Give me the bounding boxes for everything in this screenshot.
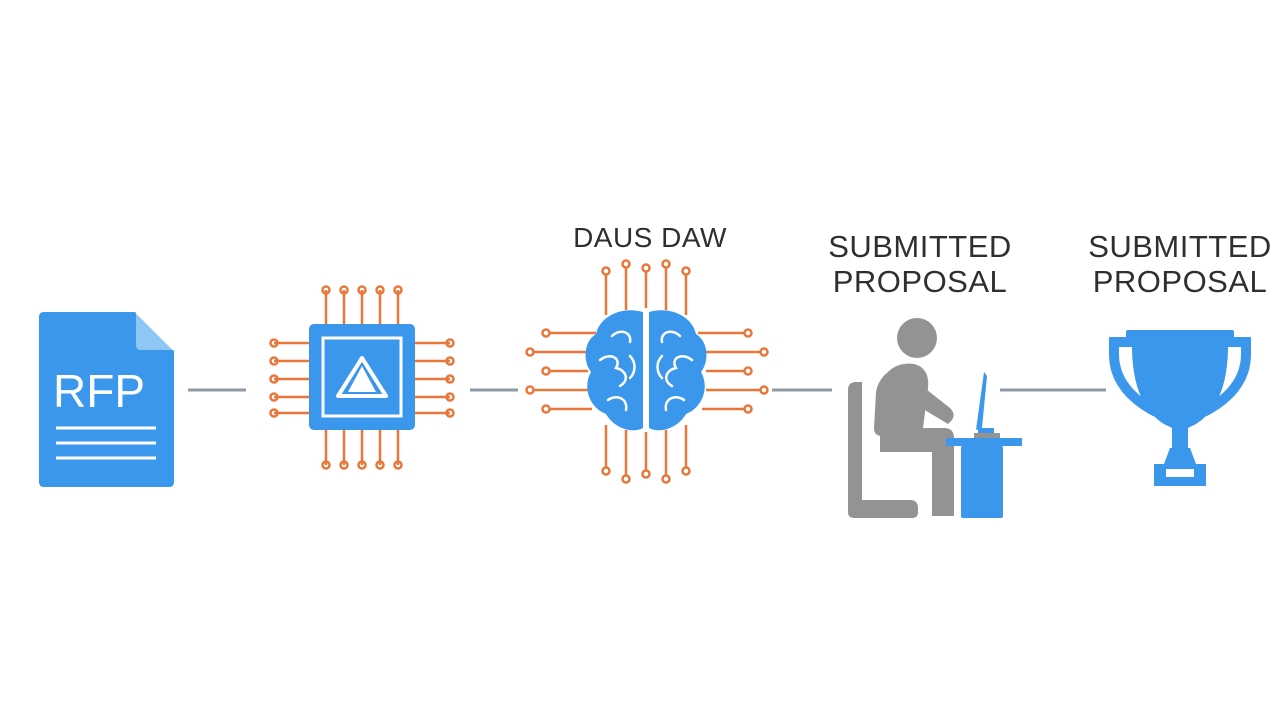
submitted-proposal-label-2-line1: SUBMITTED [1088,229,1272,264]
submitted-proposal-label-2: SUBMITTED PROPOSAL [1060,229,1280,299]
submitted-proposal-label-2-line2: PROPOSAL [1092,263,1268,299]
brain-step-label-line1: DAUS DAW [573,222,727,253]
submitted-proposal-label-1-line1: SUBMITTED [828,229,1012,264]
submitted-proposal-label-1-line2: PROPOSAL [832,263,1008,299]
trophy-icon [1109,330,1251,486]
brain-icon [525,259,769,484]
submitted-proposal-label-1: SUBMITTED PROPOSAL [800,229,1040,299]
chip-icon [269,285,455,470]
brain-step-label: DAUS DAW [540,222,760,253]
person-at-computer-icon [848,318,1022,518]
rfp-text: RFP [53,365,145,417]
document-icon: RFP [39,311,175,487]
